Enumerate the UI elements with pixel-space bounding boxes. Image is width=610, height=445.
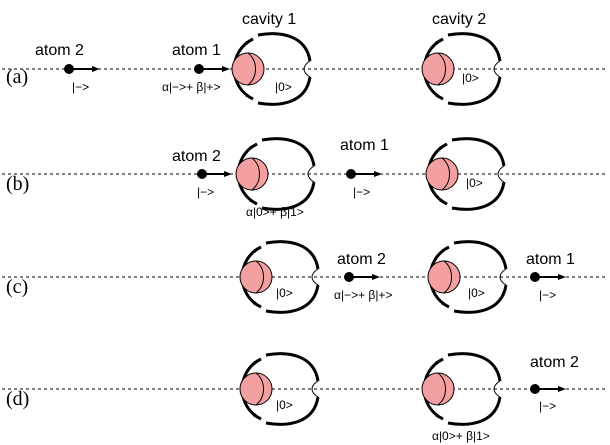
row-a: (a) |0> |0> atom 2 |−> atom 1 α|−>+ β|+> [2, 32, 606, 106]
atom-1-state: |−> [539, 288, 556, 302]
arrowhead-icon [222, 66, 230, 72]
cavity-2-title: cavity 2 [432, 11, 486, 28]
arrowhead-icon [558, 274, 566, 280]
atom-2-label: atom 2 [172, 148, 221, 165]
row-label-a: (a) [6, 66, 28, 88]
atom-1-state: |−> [353, 185, 370, 199]
row-label-c: (c) [6, 276, 28, 298]
arrowhead-icon [372, 274, 380, 280]
cavity-2-state: |0> [468, 286, 485, 300]
cavity-1-state: |0> [276, 286, 293, 300]
cavity-2-state: α|0>+ β|1> [432, 429, 490, 443]
cavity-2-state: |0> [466, 176, 483, 190]
cavity-1-title: cavity 1 [242, 11, 296, 28]
atom-2-label: atom 2 [530, 354, 579, 371]
arrowhead-icon [558, 386, 566, 392]
atom-2-label: atom 2 [35, 42, 84, 59]
atom-2-state: α|−>+ β|+> [334, 288, 392, 302]
atom-2-state: |−> [539, 399, 556, 413]
cavity-1-state: α|0>+ β|1> [246, 205, 304, 219]
cavity-2-state: |0> [462, 71, 479, 85]
atom-2-state: |−> [72, 80, 89, 94]
atom-2-state: |−> [197, 185, 214, 199]
row-b: (b) α|0>+ β|1> |0> atom 2 |−> atom 1 |−> [2, 137, 606, 219]
atom-1-label: atom 1 [526, 251, 575, 268]
row-d: (d) |0> α|0>+ β|1> atom 2 |−> [2, 352, 606, 443]
cavity-1-state: |0> [276, 398, 293, 412]
row-label-d: (d) [6, 388, 29, 410]
atom-1-label: atom 1 [340, 137, 389, 154]
row-c: (c) |0> |0> atom 2 α|−>+ β|+> atom 1 |−> [2, 240, 606, 314]
cavity-1-state: |0> [275, 80, 292, 94]
arrowhead-icon [92, 66, 100, 72]
atom-1-label: atom 1 [172, 42, 221, 59]
arrowhead-icon [374, 171, 382, 177]
arrowhead-icon [224, 171, 232, 177]
row-label-b: (b) [6, 173, 29, 195]
atom-2-label: atom 2 [337, 251, 386, 268]
atom-1-state: α|−>+ β|+> [162, 80, 220, 94]
